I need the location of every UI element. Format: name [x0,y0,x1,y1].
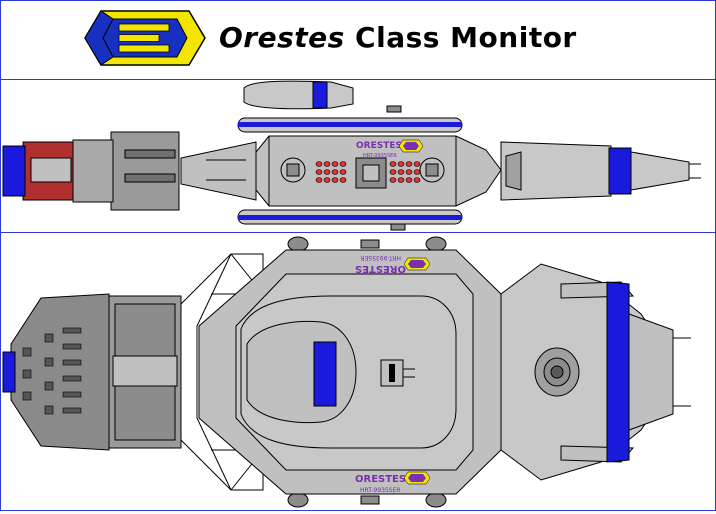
side-insignia-icon [398,139,424,153]
top-registry-label-upper: HRT-9935SER [360,254,401,261]
top-insignia-icon-lower [403,471,431,485]
side-name-label: ORESTES [356,141,402,151]
top-view-drawing: ORESTES HRT-9935SER ORESTES HRT-9935SER [2,236,691,508]
top-name-label-lower: ORESTES [355,474,406,485]
side-view-drawing: ORESTES HRT-9935SER [2,80,701,231]
title-class-type: Class Monitor [344,21,577,54]
top-name-label-upper: ORESTES [355,263,406,274]
top-registry-label-lower: HRT-9935SER [360,487,401,494]
side-view-panel: ORESTES HRT-9935SER [1,80,715,233]
side-registry-label: HRT-9935SER [363,153,397,159]
rank-insignia-icon [84,10,206,66]
top-insignia-icon-upper [403,257,431,271]
title-class-name: Orestes [219,21,345,54]
page-title: Orestes Class Monitor [219,21,577,54]
top-view-panel: ORESTES HRT-9935SER ORESTES HRT-9935SER [1,234,715,510]
header: Orestes Class Monitor [1,1,715,80]
